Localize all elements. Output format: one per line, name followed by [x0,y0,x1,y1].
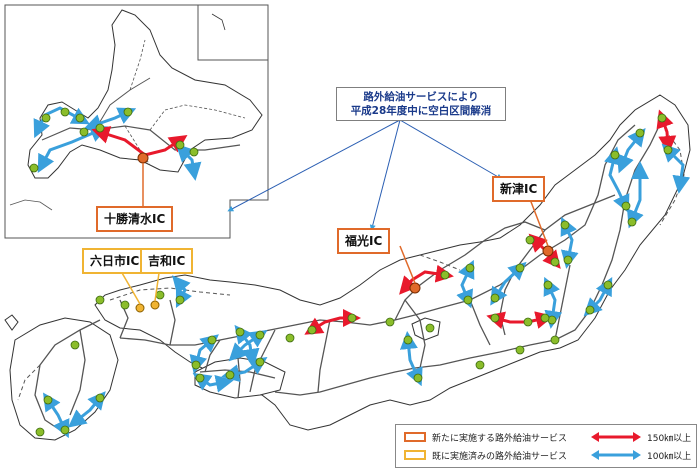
existing-service-swatch-icon [404,450,426,460]
callout-yoshiwa-ic: 吉和IC [140,248,194,274]
notice-box: 路外給油サービスにより 平成28年度中に空白区間解消 [336,87,506,121]
red-arrow-icon [591,432,641,442]
legend-over-150: 150㎞以上 [591,430,691,444]
legend-new-service-label: 新たに実施する路外給油サービス [432,433,568,444]
callout-fukumitsu-ic: 福光IC [337,228,391,254]
callout-muikaichi-ic: 六日市IC [82,248,148,274]
notice-pointers [227,119,503,231]
blue-arrows-honshu [43,127,691,439]
blue-arrow-icon [591,450,641,460]
service-area-markers [35,113,673,437]
tokachi-shimizu-ic-marker [137,152,149,164]
map-legend: 新たに実施する路外給油サービス 既に実施済みの路外給油サービス 150㎞以上 1… [395,424,697,468]
legend-over-150-label: 150㎞以上 [647,433,692,444]
legend-new-service: 新たに実施する路外給油サービス [404,430,567,444]
new-service-swatch-icon [404,432,426,442]
hokkaido-inset [4,4,269,239]
callout-tokachi-shimizu-ic: 十勝清水IC [96,206,174,232]
notice-line-1: 路外給油サービスにより [363,91,479,103]
new-ic-markers [117,193,554,313]
legend-over-100-label: 100㎞以上 [647,451,692,462]
legend-existing-service-label: 既に実施済みの路外給油サービス [432,451,568,462]
callout-niitsu-ic: 新津IC [492,176,546,202]
notice-line-2: 平成28年度中に空白区間解消 [350,105,492,117]
legend-over-100: 100㎞以上 [591,448,691,462]
legend-existing-service: 既に実施済みの路外給油サービス [404,448,567,462]
